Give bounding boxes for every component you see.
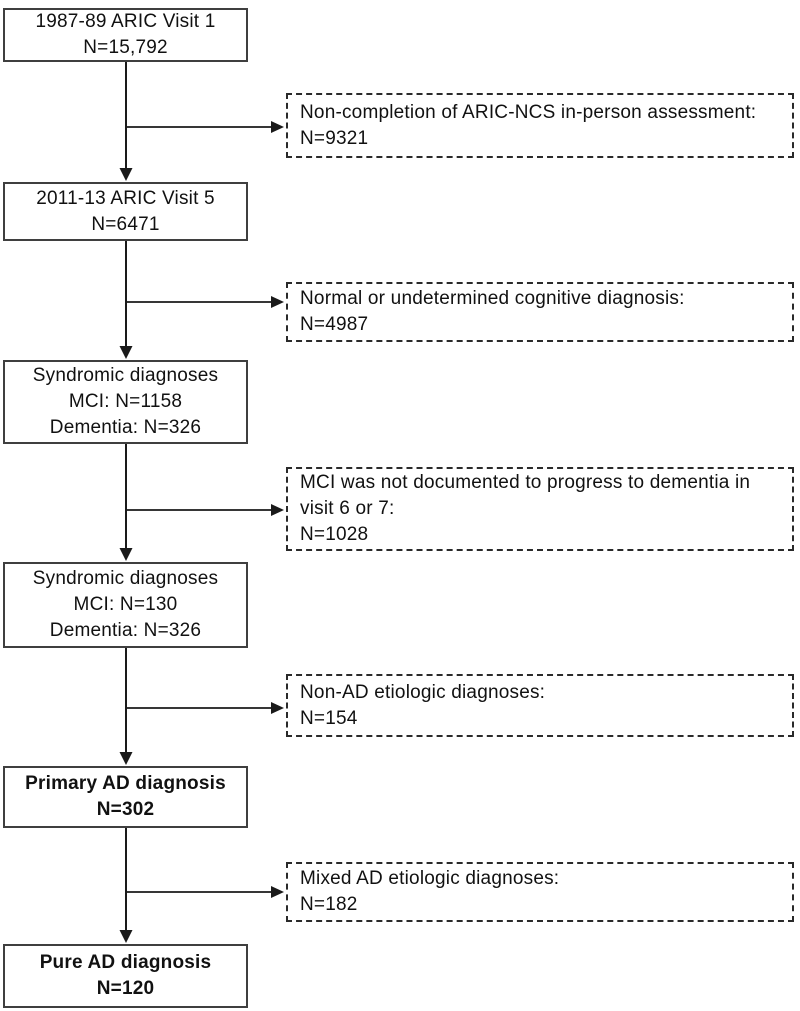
flow-box-pure-ad-diagnosis: Pure AD diagnosis N=120 <box>3 944 248 1008</box>
arrow-down-visit5-to-syndromic1 <box>119 241 133 359</box>
flow-box-line: Dementia: N=326 <box>49 417 202 438</box>
flow-box-line: 1987-89 ARIC Visit 1 <box>35 11 216 32</box>
exclusion-box-line: N=182 <box>300 894 358 915</box>
arrow-branch-non-ad-etiologic <box>126 702 284 714</box>
exclusion-box-line: N=4987 <box>300 314 369 335</box>
flow-box-primary-ad-diagnosis: Primary AD diagnosis N=302 <box>3 766 248 828</box>
arrow-branch-mixed-ad-etiologic <box>126 886 284 898</box>
exclusion-box-line: Non-AD etiologic diagnoses: <box>300 681 546 703</box>
exclusion-box-mci-no-progression: MCI was not documented to progress to de… <box>286 467 794 551</box>
arrow-down-primary-ad-to-pure-ad <box>119 828 133 943</box>
arrow-branch-normal-or-undetermined <box>126 296 284 308</box>
exclusion-box-line: N=1028 <box>300 524 369 545</box>
arrow-branch-mci-no-progression <box>126 504 284 516</box>
flow-box-line: Dementia: N=326 <box>49 620 202 641</box>
exclusion-box-line: visit 6 or 7: <box>300 498 395 519</box>
flow-box-syndromic-diagnoses-refined: Syndromic diagnoses MCI: N=130 Dementia:… <box>3 562 248 648</box>
exclusion-box-line: Non-completion of ARIC-NCS in-person ass… <box>300 101 757 123</box>
flow-box-line: N=302 <box>96 799 155 820</box>
flow-box-line: Syndromic diagnoses <box>32 568 219 589</box>
arrow-down-syndromic1-to-syndromic2 <box>119 444 133 561</box>
arrow-down-syndromic2-to-primary-ad <box>119 648 133 765</box>
exclusion-box-line: Normal or undetermined cognitive diagnos… <box>300 288 685 309</box>
exclusion-box-line: Mixed AD etiologic diagnoses: <box>300 868 560 889</box>
flow-box-line: MCI: N=1158 <box>68 391 183 412</box>
exclusion-box-normal-or-undetermined: Normal or undetermined cognitive diagnos… <box>286 282 794 342</box>
flow-box-line: N=120 <box>96 978 155 999</box>
flow-box-line: N=6471 <box>91 213 160 235</box>
flow-box-line: MCI: N=130 <box>73 594 178 615</box>
flow-box-line: Syndromic diagnoses <box>32 365 219 386</box>
flow-box-aric-visit-1: 1987-89 ARIC Visit 1 N=15,792 <box>3 8 248 62</box>
flow-box-line: 2011-13 ARIC Visit 5 <box>36 187 215 209</box>
flow-box-aric-visit-5: 2011-13 ARIC Visit 5 N=6471 <box>3 182 248 241</box>
exclusion-box-line: N=9321 <box>300 127 369 149</box>
flow-box-syndromic-diagnoses-initial: Syndromic diagnoses MCI: N=1158 Dementia… <box>3 360 248 444</box>
flow-box-line: Pure AD diagnosis <box>39 952 212 973</box>
exclusion-box-mixed-ad-etiologic: Mixed AD etiologic diagnoses: N=182 <box>286 862 794 922</box>
exclusion-box-non-ad-etiologic: Non-AD etiologic diagnoses: N=154 <box>286 674 794 737</box>
flow-box-line: N=15,792 <box>83 37 168 58</box>
flow-box-line: Primary AD diagnosis <box>25 773 226 794</box>
exclusion-box-non-completion: Non-completion of ARIC-NCS in-person ass… <box>286 93 794 158</box>
arrow-branch-non-completion <box>126 121 284 133</box>
exclusion-box-line: N=154 <box>300 707 358 729</box>
arrow-down-visit1-to-visit5 <box>119 62 133 181</box>
exclusion-box-line: MCI was not documented to progress to de… <box>300 472 751 493</box>
